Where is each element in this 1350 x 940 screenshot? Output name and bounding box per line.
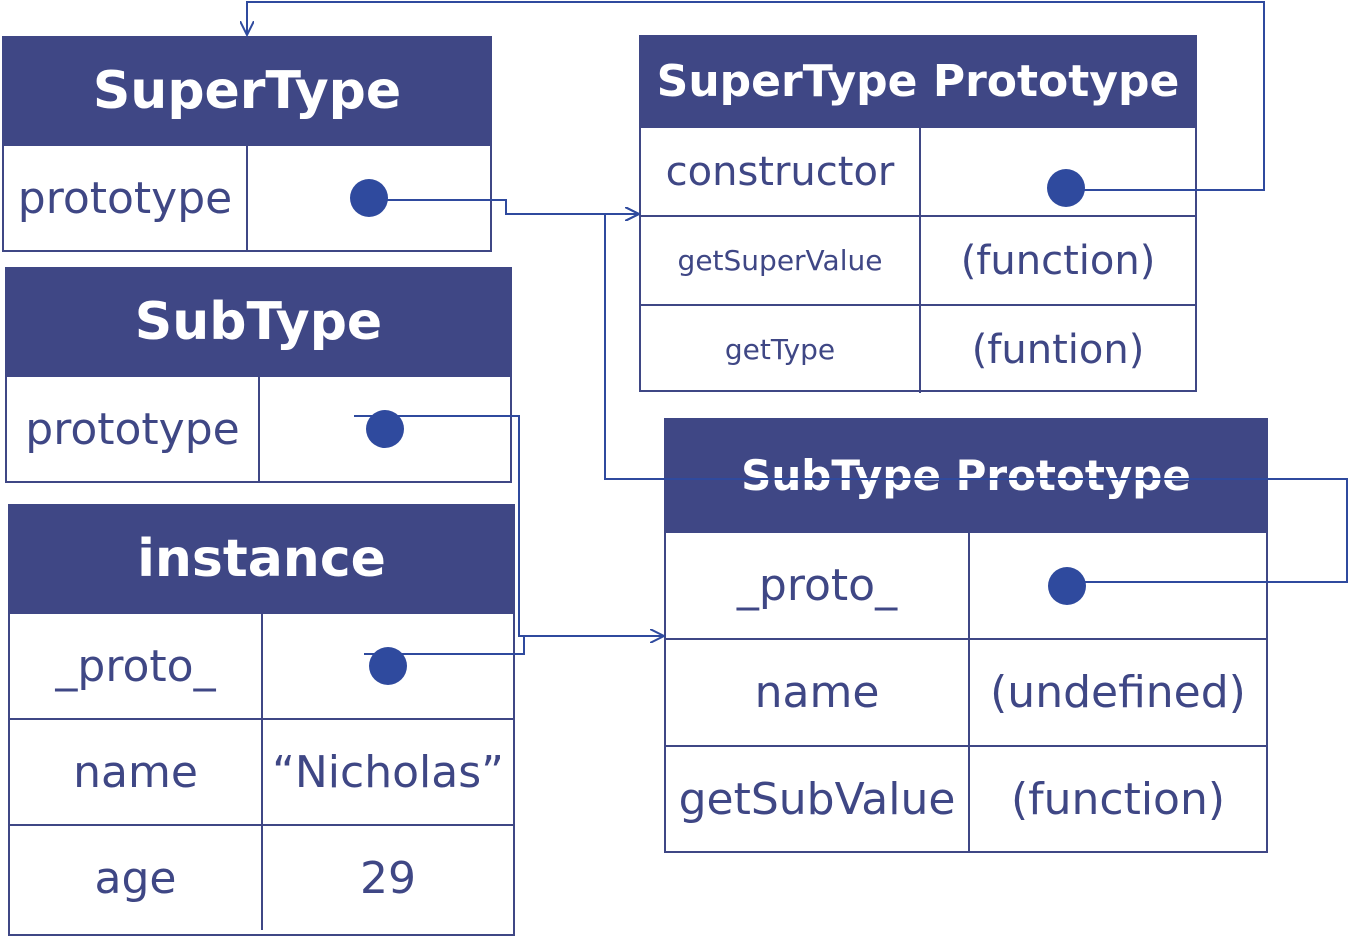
supertype-prototype-pointer	[248, 146, 490, 250]
supertype-prototype-key: prototype	[4, 146, 248, 250]
subtype-prototype-proto-key: _proto_	[666, 533, 970, 638]
instance-proto-pointer	[263, 614, 513, 718]
subtype-prototype-pointer	[260, 377, 510, 481]
subtype-prototype-name-key: name	[666, 640, 970, 745]
supertype-prototype-constructor-pointer	[921, 128, 1195, 215]
supertype-prototype-gettype-value: (funtion)	[971, 326, 1145, 373]
subtype-prototype-getsubvalue-value: (function)	[1010, 773, 1226, 825]
pointer-dot-icon	[350, 179, 388, 217]
supertype-row-prototype: prototype	[4, 144, 490, 250]
subtype-prototype-row-proto: _proto_	[666, 531, 1266, 638]
subtype-box: SubType prototype	[5, 267, 512, 483]
pointer-dot-icon	[369, 647, 407, 685]
instance-title: instance	[10, 506, 513, 612]
supertype-prototype-constructor-key: constructor	[641, 128, 921, 215]
supertype-prototype-box: SuperType Prototype constructor getSuper…	[639, 35, 1197, 393]
instance-row-age: age 29	[10, 824, 513, 930]
subtype-row-prototype: prototype	[7, 375, 510, 481]
supertype-prototype-getsupervalue-value: (function)	[960, 237, 1156, 284]
subtype-prototype-title: SubType Prototype	[666, 420, 1266, 531]
instance-age-value: 29	[360, 852, 416, 904]
supertype-prototype-gettype-key: getType	[641, 306, 921, 393]
subtype-prototype-box: SubType Prototype _proto_ name (undefine…	[664, 418, 1268, 853]
subtype-title: SubType	[7, 269, 510, 375]
instance-row-proto: _proto_	[10, 612, 513, 718]
supertype-prototype-title: SuperType Prototype	[641, 37, 1195, 126]
subtype-prototype-key: prototype	[7, 377, 260, 481]
pointer-dot-icon	[1047, 168, 1085, 207]
pointer-dot-icon	[1048, 566, 1086, 605]
instance-age-key: age	[10, 826, 263, 930]
instance-name-key: name	[10, 720, 263, 824]
instance-proto-key: _proto_	[10, 614, 263, 718]
instance-box: instance _proto_ name “Nicholas” age 29	[8, 504, 515, 936]
instance-name-value: “Nicholas”	[272, 746, 504, 798]
subtype-prototype-proto-pointer	[970, 533, 1266, 638]
instance-row-name: name “Nicholas”	[10, 718, 513, 824]
supertype-prototype-row-getsupervalue: getSuperValue (function)	[641, 215, 1195, 304]
subtype-prototype-name-value: (undefined)	[990, 667, 1246, 718]
subtype-prototype-row-getsubvalue: getSubValue (function)	[666, 745, 1266, 851]
supertype-prototype-row-constructor: constructor	[641, 126, 1195, 215]
supertype-prototype-row-gettype: getType (funtion)	[641, 304, 1195, 393]
subtype-prototype-getsubvalue-key: getSubValue	[666, 747, 970, 851]
subtype-prototype-row-name: name (undefined)	[666, 638, 1266, 745]
pointer-dot-icon	[366, 410, 404, 448]
supertype-box: SuperType prototype	[2, 36, 492, 252]
supertype-title: SuperType	[4, 38, 490, 144]
supertype-prototype-getsupervalue-key: getSuperValue	[641, 217, 921, 304]
